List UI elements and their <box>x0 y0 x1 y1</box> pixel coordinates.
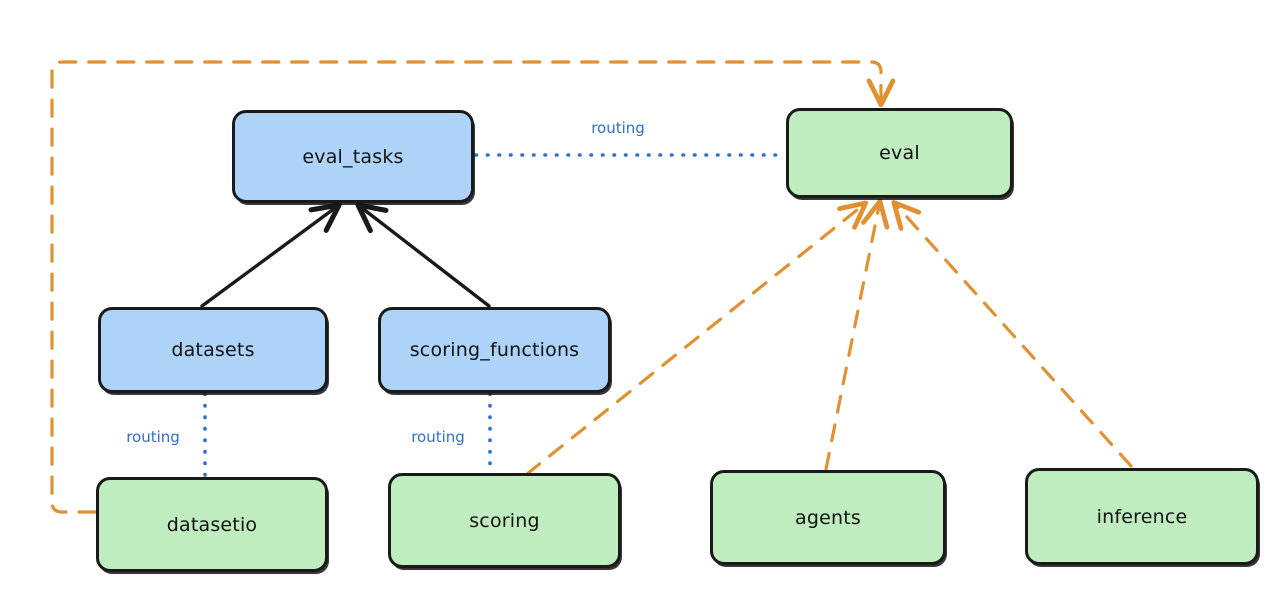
node-scoring-functions-label: scoring_functions <box>409 339 580 361</box>
node-scoring-functions[interactable]: scoring_functions <box>378 307 611 393</box>
node-scoring-label: scoring <box>469 509 540 532</box>
node-datasetio-label: datasetio <box>166 513 258 536</box>
node-agents[interactable]: agents <box>710 470 946 565</box>
node-datasetio[interactable]: datasetio <box>96 477 328 572</box>
edge-inference-to-eval <box>891 200 1133 468</box>
edge-agents-to-eval <box>824 198 890 471</box>
edge-label-routing-eval: routing <box>591 119 645 137</box>
node-eval-tasks-label: eval_tasks <box>302 145 404 168</box>
node-inference[interactable]: inference <box>1025 468 1259 565</box>
node-inference-label: inference <box>1096 505 1188 528</box>
node-datasets[interactable]: datasets <box>98 307 328 393</box>
node-datasets-label: datasets <box>171 339 255 361</box>
edge-label-routing-datasetio: routing <box>126 428 180 446</box>
node-agents-label: agents <box>795 506 861 529</box>
edge-datasets-to-eval-tasks <box>200 202 342 308</box>
node-scoring[interactable]: scoring <box>388 473 621 568</box>
node-eval-tasks[interactable]: eval_tasks <box>232 110 474 203</box>
node-eval-label: eval <box>879 142 920 164</box>
edge-label-routing-scoring: routing <box>411 428 465 446</box>
node-eval[interactable]: eval <box>786 108 1013 198</box>
edge-scoring-functions-to-eval-tasks <box>355 202 491 308</box>
